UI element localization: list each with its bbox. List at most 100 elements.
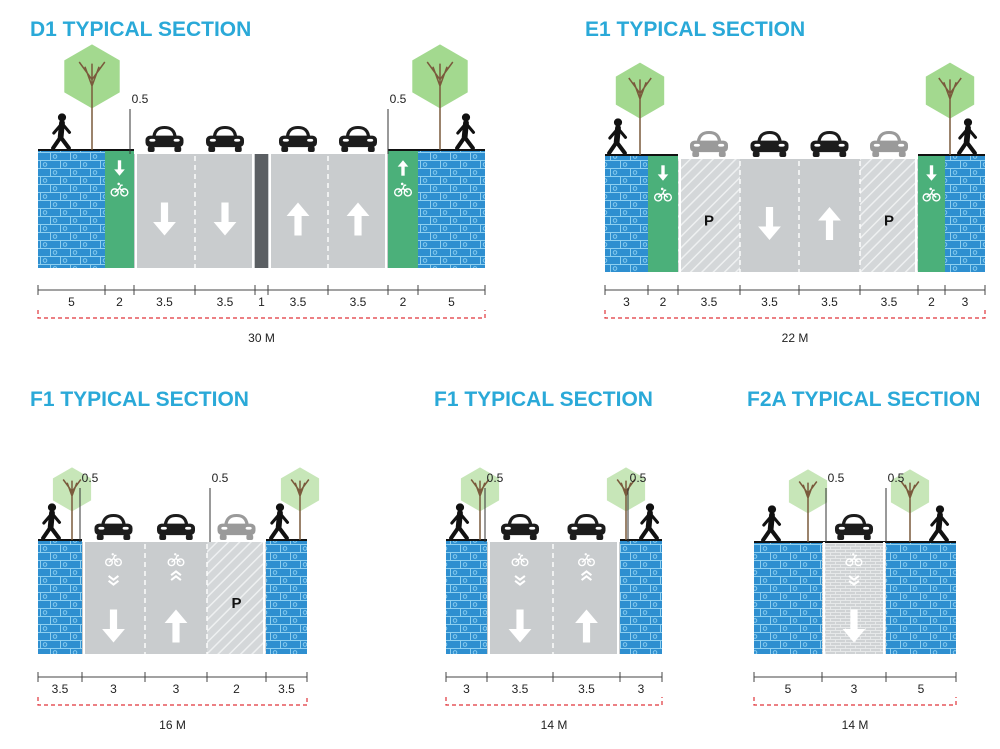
chevron — [514, 580, 526, 586]
car-wheel — [752, 151, 760, 157]
car-wheel — [307, 146, 315, 152]
lane-parking: P — [860, 131, 918, 272]
pedestrian-legs — [607, 140, 627, 156]
lane-width-label: 3.5 — [278, 682, 295, 696]
lane-road — [799, 131, 860, 272]
car-headlight — [571, 526, 578, 530]
car-headlight — [718, 143, 725, 147]
car-icon — [567, 514, 606, 540]
lane-surface — [860, 159, 918, 272]
tree-trunk — [616, 479, 636, 540]
edge-clearance-label: 0.5 — [82, 471, 99, 485]
tree-trunk — [290, 479, 310, 540]
car-wheel — [839, 151, 847, 157]
total-width-bracket — [37, 697, 308, 706]
car-windshield — [349, 129, 367, 136]
lane-width-label: 3.5 — [52, 682, 69, 696]
arrow-shaft — [765, 207, 774, 228]
parking-label: P — [231, 595, 241, 612]
car-headlight — [863, 526, 870, 530]
car-windshield — [289, 129, 307, 136]
tree-trunk — [470, 479, 490, 540]
car-headlight — [209, 138, 216, 142]
arrow-head — [818, 207, 841, 221]
lane-shared — [553, 514, 620, 654]
chevron — [514, 575, 526, 581]
lane-sidewalk — [446, 539, 487, 654]
sharrow-chevron-icon — [848, 575, 860, 586]
car-headlight — [595, 526, 602, 530]
car-body — [870, 140, 908, 153]
car-icon — [157, 514, 195, 540]
pedestrian-legs — [929, 527, 949, 543]
arrow-shaft — [172, 621, 180, 643]
tree-icon — [52, 467, 92, 540]
car-body — [339, 135, 377, 148]
car-headlight — [504, 526, 511, 530]
total-width-bracket — [37, 310, 486, 319]
lane-surface — [266, 540, 307, 654]
sharrow-chevron-icon — [170, 570, 182, 581]
sharrow-chevron-icon — [107, 575, 120, 586]
car-icon — [690, 131, 728, 157]
bicycle-rider-head — [117, 182, 120, 186]
bicycle-rider-head — [174, 553, 177, 556]
bicycle-icon — [393, 182, 413, 197]
car-body — [94, 523, 133, 536]
pedestrian-icon — [957, 118, 978, 156]
car-body — [206, 135, 244, 148]
lane-width-label: 5 — [918, 682, 925, 696]
section-title: D1 TYPICAL SECTION — [30, 18, 251, 41]
bicycle-wheel — [176, 558, 185, 567]
car-wheel — [246, 534, 254, 540]
arrow-shaft — [117, 160, 122, 171]
bicycle-wheel — [511, 558, 520, 567]
car-windshield — [760, 134, 779, 141]
lane-road — [740, 131, 799, 272]
tree-icon — [412, 44, 468, 150]
edge-clearance-label: 0.5 — [630, 471, 647, 485]
lane-width-label: 3 — [173, 682, 180, 696]
pedestrian-icon — [639, 503, 660, 541]
car-wheel — [529, 534, 537, 540]
car-wheel — [185, 534, 193, 540]
pedestrian-head — [645, 503, 655, 512]
total-width-bracket — [753, 697, 957, 706]
car-windshield — [880, 134, 898, 141]
tree-trunk — [938, 77, 962, 155]
lane-sidewalk — [38, 539, 82, 654]
lane-surface — [620, 540, 662, 654]
bicycle-icon — [922, 187, 941, 202]
lane-sidewalk — [605, 154, 648, 272]
car-headlight — [307, 138, 314, 142]
bicycle-wheel — [104, 558, 113, 567]
pedestrian-legs — [455, 135, 475, 151]
bicycle-wheel — [587, 558, 595, 567]
car-body — [145, 135, 184, 148]
pedestrian-arms — [930, 514, 950, 527]
bicycle-wheel — [854, 558, 863, 567]
total-width-label: 14 M — [541, 718, 568, 732]
bicycle-frame — [849, 554, 859, 563]
pedestrian-legs — [269, 525, 289, 541]
arrow-head — [397, 160, 409, 167]
chevron — [580, 570, 593, 576]
car-icon — [94, 514, 133, 540]
car-headlight — [149, 138, 156, 142]
bicycle-frame — [108, 554, 119, 563]
chevron — [580, 575, 593, 581]
lane-surface — [754, 542, 822, 654]
bicycle-frame — [926, 189, 937, 198]
pedestrian-legs — [51, 135, 71, 151]
car-headlight — [814, 143, 821, 147]
car-icon — [206, 126, 244, 152]
car-body — [157, 523, 195, 536]
pedestrian-head — [963, 118, 973, 127]
lane-sidewalk — [945, 154, 985, 272]
arrow-head — [508, 629, 532, 643]
bicycle-rider-head — [584, 553, 587, 556]
lane-width-label: 2 — [233, 682, 240, 696]
